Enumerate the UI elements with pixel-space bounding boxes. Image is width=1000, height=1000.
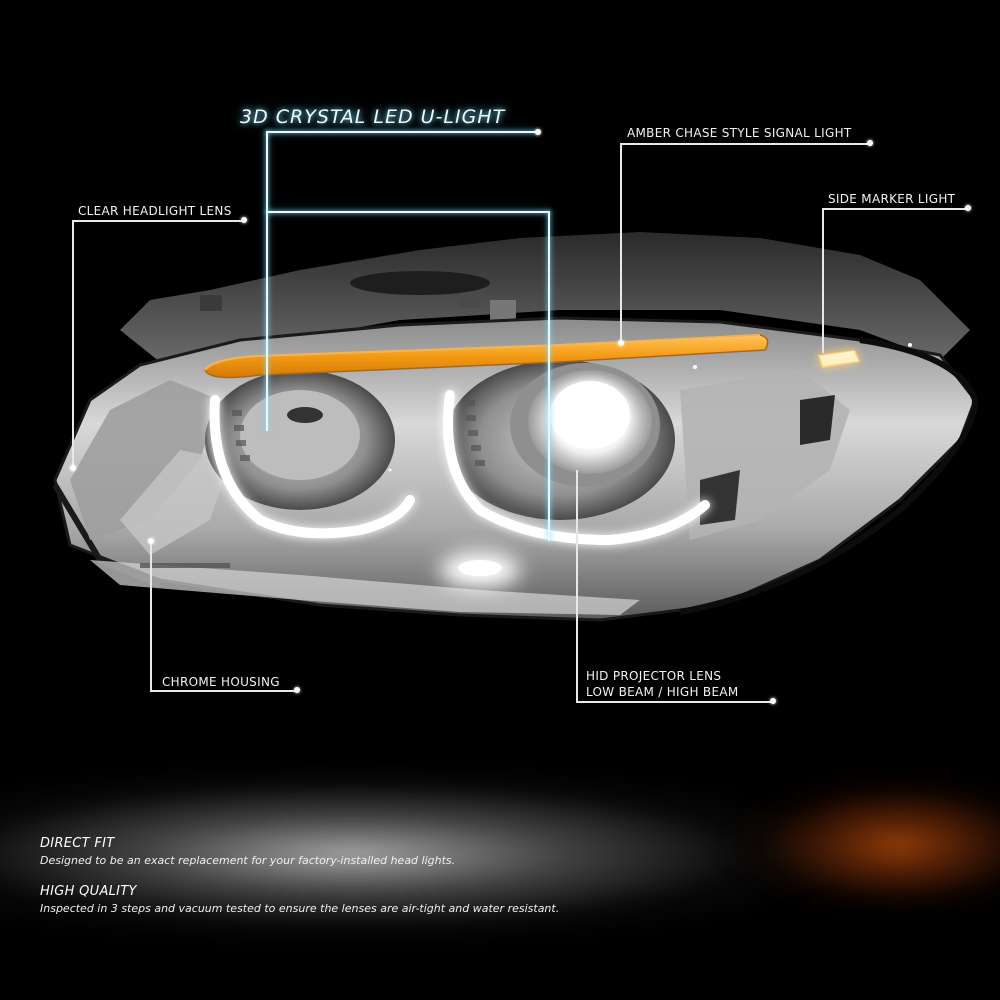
leader-line-chrome-housing-up [150, 540, 152, 690]
leader-dot-side-marker [965, 205, 971, 211]
leader-line-side-marker-top [822, 208, 968, 210]
callout-label-hid-projector-line1: HID PROJECTOR LENS [586, 669, 722, 683]
feature-description: Designed to be an exact replacement for … [40, 854, 456, 867]
leader-line-chrome-housing-bottom [150, 690, 296, 692]
leader-endpoint-chrome-housing [148, 538, 154, 544]
leader-line-side-marker-down [822, 208, 824, 353]
callout-label-amber-signal: AMBER CHASE STYLE SIGNAL LIGHT [627, 126, 852, 140]
leader-endpoint-amber-signal [618, 340, 624, 346]
leader-line-clear-lens-down [72, 220, 74, 468]
leader-line-hid-projector-up [576, 470, 578, 702]
callout-label-side-marker: SIDE MARKER LIGHT [828, 192, 956, 206]
feature-title: DIRECT FIT [40, 836, 115, 851]
leader-line-u-light-mid [266, 211, 550, 213]
feature-description: Inspected in 3 steps and vacuum tested t… [40, 902, 560, 915]
callout-label-chrome-housing: CHROME HOUSING [162, 675, 280, 689]
feature-high-quality: HIGH QUALITY Inspected in 3 steps and va… [40, 884, 559, 915]
leader-dot-u-light [535, 129, 541, 135]
leader-dot-clear-lens [241, 217, 247, 223]
floor-reflection-amber [700, 760, 1000, 930]
callout-label-u-light: 3D CRYSTAL LED U-LIGHT [240, 106, 506, 128]
callout-label-clear-lens: CLEAR HEADLIGHT LENS [78, 204, 232, 218]
leader-line-u-light-top [266, 131, 538, 133]
leader-dot-chrome-housing [294, 687, 300, 693]
feature-direct-fit: DIRECT FIT Designed to be an exact repla… [40, 836, 455, 867]
leader-line-amber-signal-down [620, 143, 622, 343]
feature-title: HIGH QUALITY [40, 884, 137, 899]
leader-endpoint-clear-lens [70, 465, 76, 471]
leader-dot-hid-projector [770, 698, 776, 704]
leader-line-hid-projector-bottom [576, 701, 772, 703]
leader-line-u-light-right [548, 211, 550, 541]
callout-label-hid-projector-line2: LOW BEAM / HIGH BEAM [586, 685, 739, 699]
leader-line-amber-signal-top [620, 143, 870, 145]
leader-line-clear-lens-top [72, 220, 244, 222]
leader-line-u-light-left [266, 131, 268, 431]
leader-dot-amber-signal [867, 140, 873, 146]
